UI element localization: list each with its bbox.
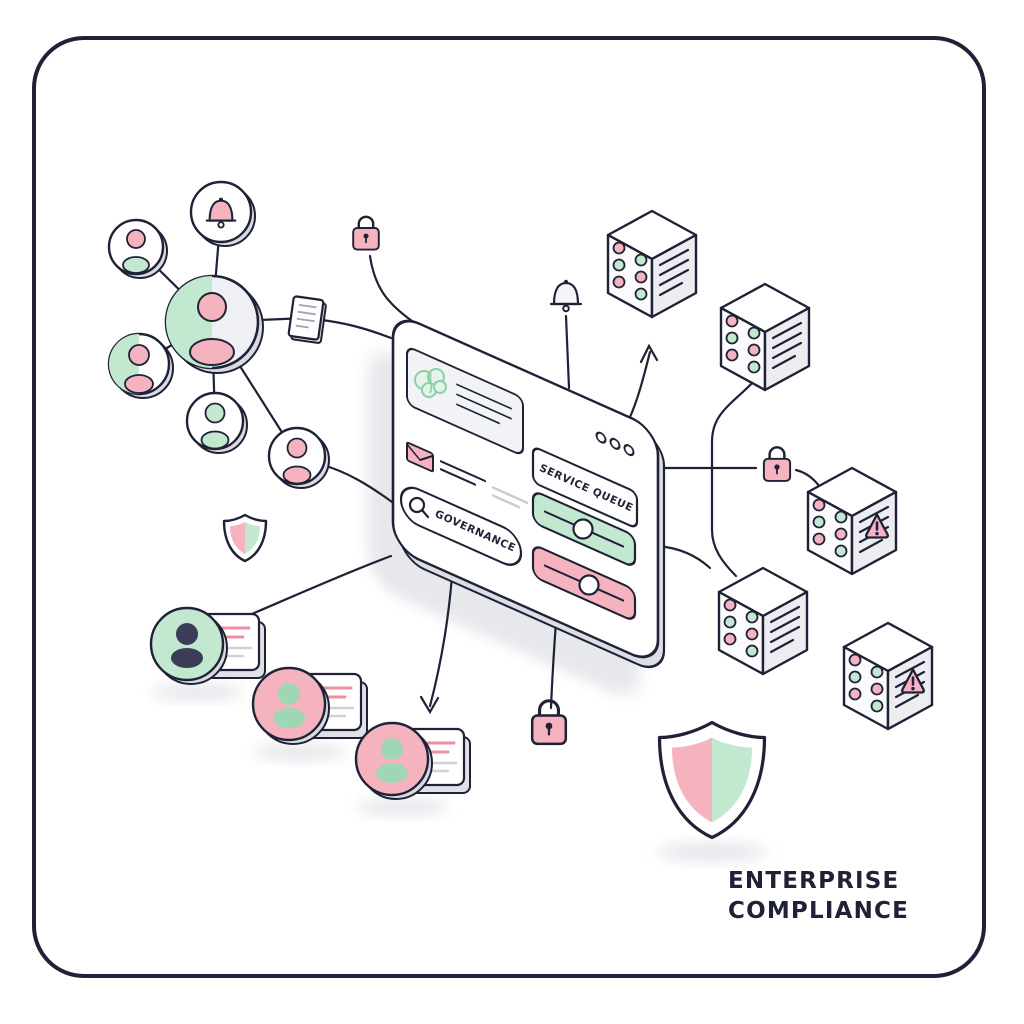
id-badge-3 — [354, 721, 471, 800]
user-avatar-3 — [185, 391, 248, 454]
arrow-down-icon — [419, 695, 440, 715]
user-avatar-central — [164, 274, 264, 374]
window-dot — [623, 444, 635, 457]
user-avatar-1 — [107, 218, 168, 279]
text-line — [439, 468, 477, 486]
arrow-up-icon — [639, 343, 659, 364]
envelope-icon — [406, 441, 434, 473]
slider-knob-green[interactable] — [572, 518, 594, 540]
shield-icon-small — [222, 513, 268, 563]
server-icon-4 — [717, 566, 809, 676]
governance-search-bar[interactable] — [399, 482, 523, 571]
brain-icon — [414, 368, 447, 398]
caption: ENTERPRISE COMPLIANCE — [728, 868, 909, 924]
server-icon-5 — [842, 621, 934, 731]
caption-line-2: COMPLIANCE — [728, 898, 909, 924]
search-icon — [408, 496, 430, 519]
user-network — [107, 180, 330, 489]
text-line-muted — [491, 486, 529, 505]
window-dot — [609, 437, 621, 450]
user-avatar-4 — [267, 426, 330, 489]
server-icon-2 — [719, 282, 811, 392]
text-line — [439, 460, 487, 483]
slider-knob-pink[interactable] — [578, 574, 600, 596]
window-dot — [595, 431, 607, 444]
dashboard-panel: SERVICE QUEUE GOVERNANCE — [391, 319, 666, 669]
id-badges — [149, 606, 471, 816]
notification-bell-avatar — [189, 180, 256, 247]
server-icon-3 — [806, 466, 898, 576]
text-line-muted — [491, 494, 521, 509]
server-icon-1 — [606, 209, 698, 319]
id-badge-2 — [251, 666, 368, 745]
service-queue-box — [531, 447, 639, 528]
document-icon — [287, 295, 327, 344]
id-badge-1 — [149, 606, 266, 685]
caption-line-1: ENTERPRISE — [728, 868, 899, 894]
shield-icon-large — [657, 720, 767, 840]
shield-shadow — [657, 842, 767, 862]
user-avatar-2 — [107, 332, 174, 399]
